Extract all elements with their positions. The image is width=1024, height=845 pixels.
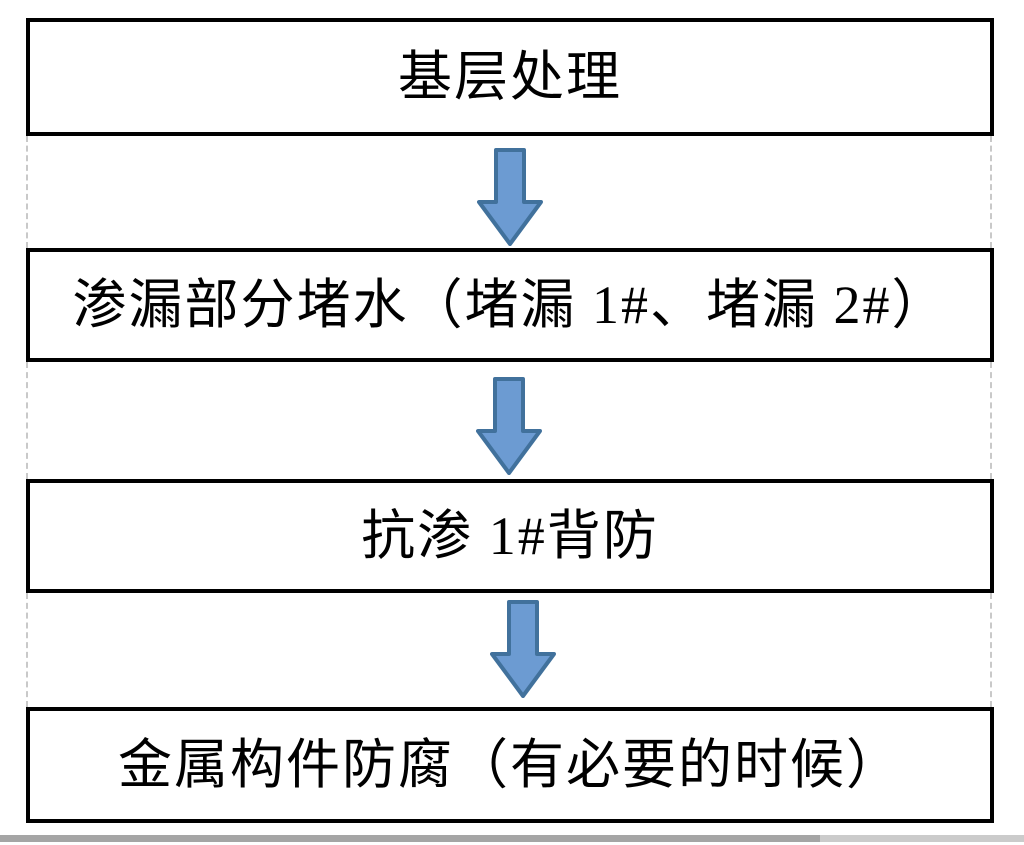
down-arrow-icon [477,148,543,246]
down-arrow-shape [477,148,543,246]
connector-gap-2 [26,362,992,479]
step-box-anti-seepage: 抗渗 1#背防 [26,479,994,593]
connector-gap-3 [26,593,992,707]
step-label-metal-anticorrosion: 金属构件防腐（有必要的时候） [118,735,902,795]
step-box-metal-anticorrosion: 金属构件防腐（有必要的时候） [26,707,994,823]
step-box-base-treatment: 基层处理 [26,18,994,136]
step-label-leak-plugging: 渗漏部分堵水（堵漏 1#、堵漏 2#） [72,275,948,335]
down-arrow-shape [490,600,556,698]
step-label-anti-seepage: 抗渗 1#背防 [361,506,659,566]
down-arrow-icon [490,600,556,698]
connector-gap-1 [26,136,992,248]
scrollbar-thumb[interactable] [0,835,820,842]
horizontal-scrollbar[interactable] [0,835,1024,842]
step-box-leak-plugging: 渗漏部分堵水（堵漏 1#、堵漏 2#） [26,248,994,362]
down-arrow-shape [476,377,542,475]
step-label-base-treatment: 基层处理 [398,47,622,107]
down-arrow-icon [476,377,542,475]
